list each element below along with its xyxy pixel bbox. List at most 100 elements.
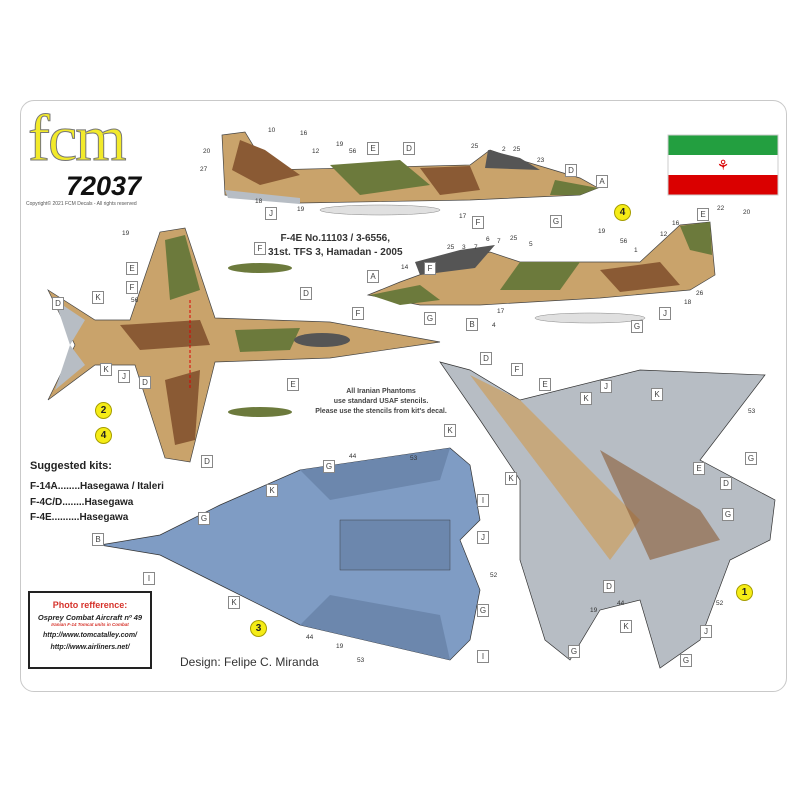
decal-number: 25: [513, 146, 521, 153]
stencil-note-line1: All Iranian Phantoms: [346, 388, 416, 395]
decal-callout: F: [511, 363, 523, 376]
decal-number: 4: [492, 322, 496, 329]
decal-callout: J: [700, 625, 712, 638]
decal-number: 6: [486, 236, 490, 243]
decal-callout: F: [424, 262, 436, 275]
decal-number: 14: [401, 264, 409, 271]
decal-callout: J: [477, 531, 489, 544]
decal-number: 19: [590, 607, 598, 614]
f4e-caption-line1: F-4E No.11103 / 3-6556,: [280, 233, 391, 244]
decal-number: 17: [497, 308, 505, 315]
decal-callout: I: [477, 494, 489, 507]
decal-callout: F: [352, 307, 364, 320]
decal-callout: K: [100, 363, 112, 376]
decal-number: 18: [255, 198, 263, 205]
decal-callout: J: [118, 370, 130, 383]
decal-callout: J: [265, 207, 277, 220]
svg-text:⚘: ⚘: [717, 158, 730, 174]
decal-number: 20: [743, 209, 751, 216]
decal-callout: G: [680, 654, 692, 667]
kit-item: F-4E..........Hasegawa: [30, 512, 129, 523]
decal-callout: A: [367, 270, 379, 283]
decal-callout: G: [477, 604, 489, 617]
sheet-number: 72037: [66, 171, 142, 201]
f4e-top-view: [47, 227, 441, 463]
decal-number: 1: [634, 247, 638, 254]
decal-number: 12: [660, 231, 668, 238]
decal-number: 5: [529, 241, 533, 248]
decal-callout: D: [403, 142, 415, 155]
photo-reference-book: Osprey Combat Aircraft nº 49: [37, 613, 143, 622]
decal-number: 16: [672, 220, 680, 227]
decal-callout: K: [651, 388, 663, 401]
decal-callout: D: [300, 287, 312, 300]
decal-number: 44: [617, 600, 625, 607]
kit-item: F-4C/D........Hasegawa: [30, 497, 134, 508]
decal-callout: B: [92, 533, 104, 546]
photo-reference-link[interactable]: http://www.tomcatalley.com/: [43, 632, 137, 639]
decal-callout: D: [565, 164, 577, 177]
photo-reference-subtitle: Iranian F-14 Tomcat units in Combat: [51, 622, 129, 627]
stencil-note-line2: use standard USAF stencils.: [333, 398, 429, 405]
stencil-note: All Iranian Phantoms use standard USAF s…: [296, 387, 466, 417]
decal-number: 19: [598, 228, 606, 235]
decal-callout: E: [367, 142, 379, 155]
decal-number: 53: [357, 657, 365, 664]
decal-number: 25: [471, 143, 479, 150]
f4e-side-view-left: [221, 131, 599, 216]
decal-callout: J: [600, 380, 612, 393]
decal-number: 26: [696, 290, 704, 297]
decal-callout: D: [603, 580, 615, 593]
stencil-note-line3: Please use the stencils from kit's decal…: [315, 408, 447, 415]
decal-callout: I: [143, 572, 155, 585]
option-marker: 3: [250, 620, 267, 637]
f4e-caption-line2: 31st. TFS 3, Hamadan - 2005: [268, 247, 403, 258]
decal-callout: F: [472, 216, 484, 229]
decal-callout: K: [92, 291, 104, 304]
decal-number: 52: [716, 600, 724, 607]
decal-callout: K: [444, 424, 456, 437]
decal-callout: E: [287, 378, 299, 391]
decal-callout: K: [266, 484, 278, 497]
decal-number: 27: [200, 166, 208, 173]
decal-number: 56: [349, 148, 357, 155]
decal-number: 3: [462, 244, 466, 251]
decal-number: 53: [748, 408, 756, 415]
decal-number: 56: [620, 238, 628, 245]
decal-number: 25: [510, 235, 518, 242]
logo-brand: fcm: [28, 102, 128, 175]
decal-callout: G: [424, 312, 436, 325]
decal-callout: G: [631, 320, 643, 333]
suggested-kits-heading: Suggested kits:: [30, 460, 112, 472]
f4e-caption: F-4E No.11103 / 3-6556, 31st. TFS 3, Ham…: [268, 232, 403, 260]
decal-number: 19: [122, 230, 130, 237]
decal-callout: I: [477, 650, 489, 663]
option-marker: 4: [95, 427, 112, 444]
kit-item: F-14A........Hasegawa / Italeri: [30, 481, 164, 492]
decal-callout: G: [323, 460, 335, 473]
photo-reference-link[interactable]: http://www.airliners.net/: [50, 644, 130, 651]
designer-credit: Design: Felipe C. Miranda: [180, 655, 319, 669]
decal-number: 25: [447, 244, 455, 251]
decal-number: 56: [131, 297, 139, 304]
decal-number: 19: [297, 206, 305, 213]
decal-number: 2: [502, 146, 506, 153]
decal-number: 7: [474, 244, 478, 251]
decal-callout: K: [228, 596, 240, 609]
decal-callout: G: [722, 508, 734, 521]
decal-callout: G: [745, 452, 757, 465]
decal-number: 44: [349, 453, 357, 460]
decal-number: 53: [410, 455, 418, 462]
decal-callout: E: [697, 208, 709, 221]
decal-callout: J: [659, 307, 671, 320]
option-marker: 1: [736, 584, 753, 601]
decal-callout: E: [693, 462, 705, 475]
decal-number: 19: [336, 643, 344, 650]
decal-callout: E: [126, 262, 138, 275]
photo-reference-heading: Photo refference:: [52, 600, 128, 610]
decal-number: 52: [490, 572, 498, 579]
decal-callout: K: [620, 620, 632, 633]
decal-callout: K: [505, 472, 517, 485]
photo-reference-box: Photo refference: Osprey Combat Aircraft…: [28, 591, 152, 669]
